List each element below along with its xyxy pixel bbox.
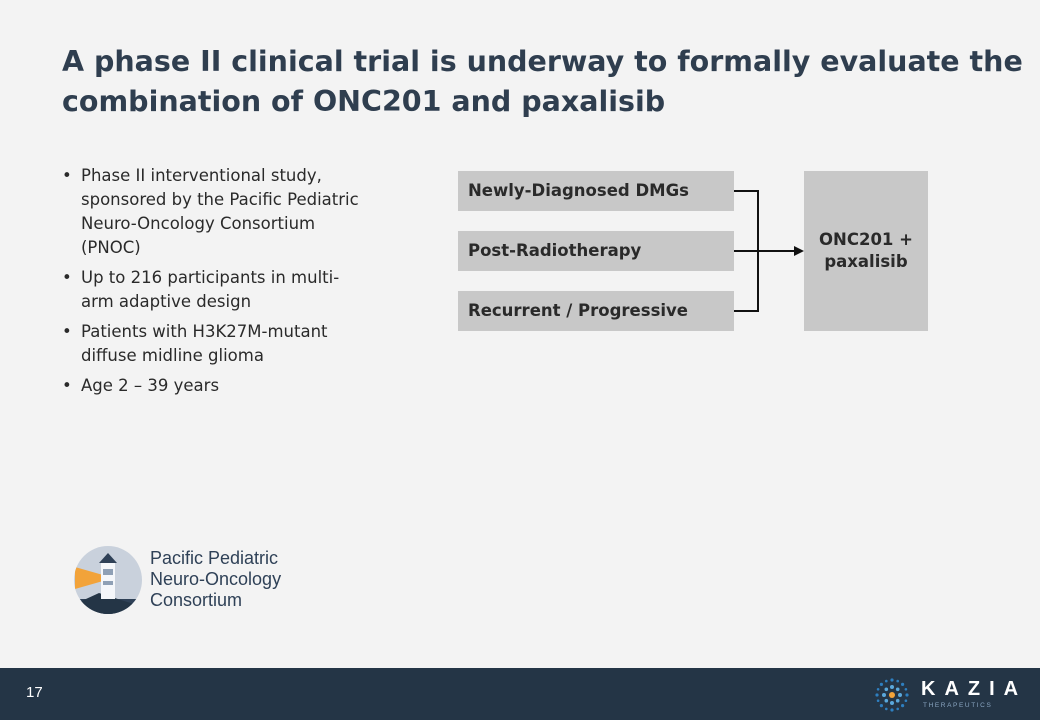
arms-connector-arrow [734,190,804,312]
treatment-line: ONC201 + [819,230,913,249]
brand-name: KAZIA [921,678,1028,700]
bullet-dot: • [62,166,72,185]
arm-post-radiotherapy-box: Post-Radiotherapy [458,231,734,271]
bullet-line: Age 2 – 39 years [81,376,220,395]
bullet-line: Neuro-Oncology Consortium [81,214,316,233]
bullet-line: Up to 216 participants in multi- [81,268,340,287]
title-line-1: A phase II clinical trial is underway to… [62,45,1023,78]
bullet-line: sponsored by the Pacific Pediatric [81,190,359,209]
treatment-box: ONC201 + paxalisib [804,171,928,331]
page-title: A phase II clinical trial is underway to… [62,42,1023,122]
brand-subtitle: THERAPEUTICS [923,702,993,709]
lighthouse-logo-icon [74,546,142,614]
treatment-line: paxalisib [824,252,908,271]
partner-name-line: Neuro-Oncology [150,569,282,589]
bullet-dot: • [62,322,72,341]
bullet-line: diffuse midline glioma [81,346,264,365]
bullet-line: (PNOC) [81,238,141,257]
arm-newly-diagnosed-box: Newly-Diagnosed DMGs [458,171,734,211]
kazia-dots-icon [875,678,909,712]
title-line-2: combination of ONC201 and paxalisib [62,85,666,118]
bullet-dot: • [62,268,72,287]
bullet-item: • Phase II interventional study, sponsor… [62,164,382,260]
bullet-item: • Patients with H3K27M-mutant diffuse mi… [62,320,382,368]
bullet-item: • Age 2 – 39 years [62,374,382,398]
bullet-line: Patients with H3K27M-mutant [81,322,328,341]
page-number: 17 [26,684,43,701]
bullet-dot: • [62,376,72,395]
footer-bar: 17 KAZIA THERAPEUTICS [0,668,1040,720]
arm-recurrent-box: Recurrent / Progressive [458,291,734,331]
bullet-list: • Phase II interventional study, sponsor… [62,164,382,404]
partner-name-line: Consortium [150,590,243,610]
bullet-line: arm adaptive design [81,292,252,311]
partner-name-line: Pacific Pediatric [150,548,279,568]
partner-name: Pacific Pediatric Neuro-Oncology Consort… [150,548,281,611]
bullet-line: Phase II interventional study, [81,166,322,185]
bullet-item: • Up to 216 participants in multi- arm a… [62,266,382,314]
